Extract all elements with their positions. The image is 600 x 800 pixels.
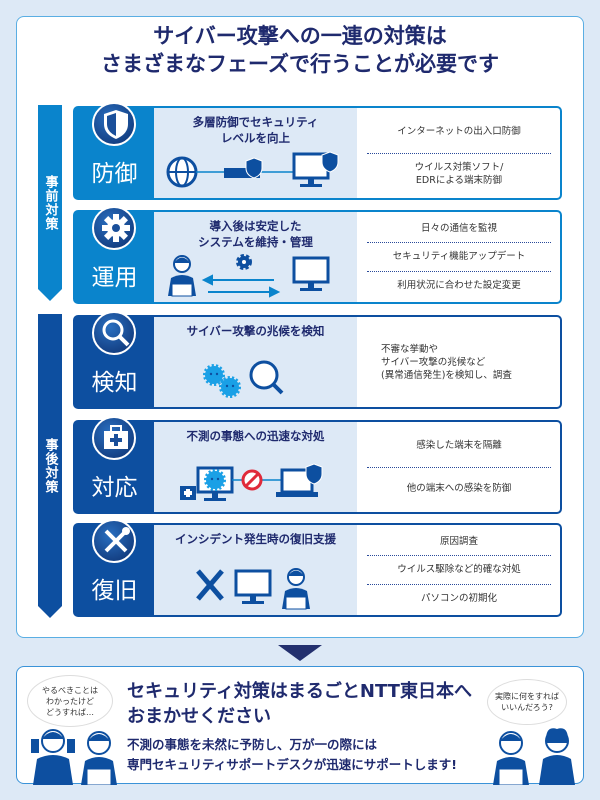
card-label: 検知 <box>91 370 138 396</box>
phase-card-defense: 防御 多層防御でセキュリティ レベルを向上 インターネットの出入口防御ウイルス対… <box>73 102 562 200</box>
virus-icon <box>203 364 225 386</box>
down-arrow-icon <box>278 645 322 661</box>
first-aid-kit-small-icon <box>180 486 196 500</box>
phase-card-detection: 検知 サイバー攻撃の兆候を検知 不審な挙動や サイバー攻撃の兆候など (異常通信… <box>73 311 562 409</box>
card-heading: 多層防御でセキュリティ レベルを向上 <box>192 115 319 145</box>
card-item-list: 感染した端末を隔離他の端末への感染を防御 <box>359 425 559 509</box>
card-illustration <box>168 254 330 298</box>
card-item: ウイルス駆除など的確な対処 <box>367 555 551 583</box>
card-item: 感染した端末を隔離 <box>416 440 502 452</box>
support-staff-icon <box>282 568 310 610</box>
summary-body-line-2: 専門セキュリティサポートデスクが迅速にサポートします! <box>127 757 457 772</box>
virus-icon <box>219 376 241 398</box>
card-illustration <box>166 151 339 188</box>
gear-icon <box>92 206 136 250</box>
summary-body-line-1: 不測の事態を未然に予防し、万が一の際には <box>127 737 378 752</box>
card-item-list: 原因調査ウイルス駆除など的確な対処パソコンの初期化 <box>359 528 559 612</box>
card-illustration <box>203 360 284 398</box>
card-label-panel: 防御 <box>75 102 154 198</box>
globe-icon <box>166 156 198 188</box>
virus-icon <box>204 469 226 491</box>
card-item: セキュリティ機能アップデート <box>367 242 551 270</box>
card-item: 不審な挙動や サイバー攻撃の兆候など (異常通信発生)を検知し、調査 <box>381 343 512 381</box>
summary-box: やるべきことは わかったけど どうすれば… 実際に何をすれば いいんだろう? セ… <box>16 666 584 785</box>
card-label: 防御 <box>91 161 138 187</box>
card-description: サイバー攻撃の兆候を検知 <box>154 317 357 407</box>
summary-title-line-1: セキュリティ対策はまるごとNTT東日本へ <box>127 681 472 702</box>
card-label: 復旧 <box>91 578 138 604</box>
card-label-panel: 対応 <box>75 416 154 512</box>
blocked-icon <box>241 469 263 491</box>
card-illustration <box>196 568 310 610</box>
card-item: パソコンの初期化 <box>367 583 551 612</box>
card-heading: インシデント発生時の復旧支援 <box>175 532 336 546</box>
card-item: ウイルス対策ソフト/ EDRによる端末防御 <box>367 152 551 196</box>
title-line-1: サイバー攻撃への一連の対策は <box>153 24 447 48</box>
card-heading: サイバー攻撃の兆候を検知 <box>186 324 325 338</box>
card-item: 他の端末への感染を防御 <box>367 466 551 510</box>
phase-post-measures: 事後対策 <box>38 314 62 618</box>
speech-bubble-right: 実際に何をすれば いいんだろう? <box>487 679 567 725</box>
summary-title: セキュリティ対策はまるごとNTT東日本へ おまかせください <box>127 679 472 729</box>
computer-icon <box>292 256 330 291</box>
card-illustration <box>180 463 323 501</box>
tools-icon <box>92 519 136 563</box>
card-item-list: インターネットの出入口防御ウイルス対策ソフト/ EDRによる端末防御 <box>359 111 559 195</box>
gear-small-icon <box>236 254 252 270</box>
summary-title-line-2: おまかせください <box>127 706 271 727</box>
speech-bubble-left: やるべきことは わかったけど どうすれば… <box>27 675 113 727</box>
card-item: 原因調査 <box>439 536 478 548</box>
phase-card-response: 対応 不測の事態への迅速な対処 感染した端末を隔離他の端末への感染を防御 <box>73 416 562 514</box>
page-title: サイバー攻撃への一連の対策は さまざまなフェーズで行うことが必要です <box>0 22 600 78</box>
people-left-illustration <box>31 729 117 785</box>
card-label-panel: 復旧 <box>75 519 154 615</box>
phase-card-recovery: 復旧 インシデント発生時の復旧支援 原因調査ウイルス駆除など的確な対処パソコンの… <box>73 519 562 617</box>
card-label-panel: 運用 <box>75 206 154 302</box>
card-item: インターネットの出入口防御 <box>397 126 521 138</box>
card-heading: 導入後は安定した システムを維持・管理 <box>198 219 313 249</box>
people-right-illustration <box>493 728 575 785</box>
phase-card-operation: 運用 導入後は安定した システムを維持・管理 日々の通信を監視セキュリティ機能ア… <box>73 206 562 304</box>
magnifier-icon <box>92 311 136 355</box>
summary-body: 不測の事態を未然に予防し、万が一の際には 専門セキュリティサポートデスクが迅速に… <box>127 735 457 775</box>
computer-icon <box>234 569 272 604</box>
phase-pre-measures: 事前対策 <box>38 105 62 301</box>
card-item: 日々の通信を監視 <box>420 223 497 235</box>
title-line-2: さまざまなフェーズで行うことが必要です <box>101 52 499 76</box>
support-staff-icon <box>168 255 196 297</box>
magnifier-large-icon <box>249 360 284 395</box>
tools-small-icon <box>196 569 224 601</box>
card-label: 対応 <box>91 475 138 501</box>
card-description: 多層防御でセキュリティ レベルを向上 <box>154 108 357 198</box>
card-item: 利用状況に合わせた設定変更 <box>367 270 551 299</box>
card-item-list: 日々の通信を監視セキュリティ機能アップデート利用状況に合わせた設定変更 <box>359 215 559 299</box>
card-label: 運用 <box>91 265 138 291</box>
card-description: 導入後は安定した システムを維持・管理 <box>154 212 357 302</box>
router-icon <box>224 168 260 178</box>
card-description: インシデント発生時の復旧支援 <box>154 525 357 615</box>
shield-icon <box>92 102 136 146</box>
card-label-panel: 検知 <box>75 311 154 407</box>
card-description: 不測の事態への迅速な対処 <box>154 422 357 512</box>
exchange-arrows-icon <box>201 274 281 298</box>
card-heading: 不測の事態への迅速な対処 <box>186 429 325 443</box>
first-aid-kit-icon <box>92 416 136 460</box>
card-item-list: 不審な挙動や サイバー攻撃の兆候など (異常通信発生)を検知し、調査 <box>359 320 559 404</box>
